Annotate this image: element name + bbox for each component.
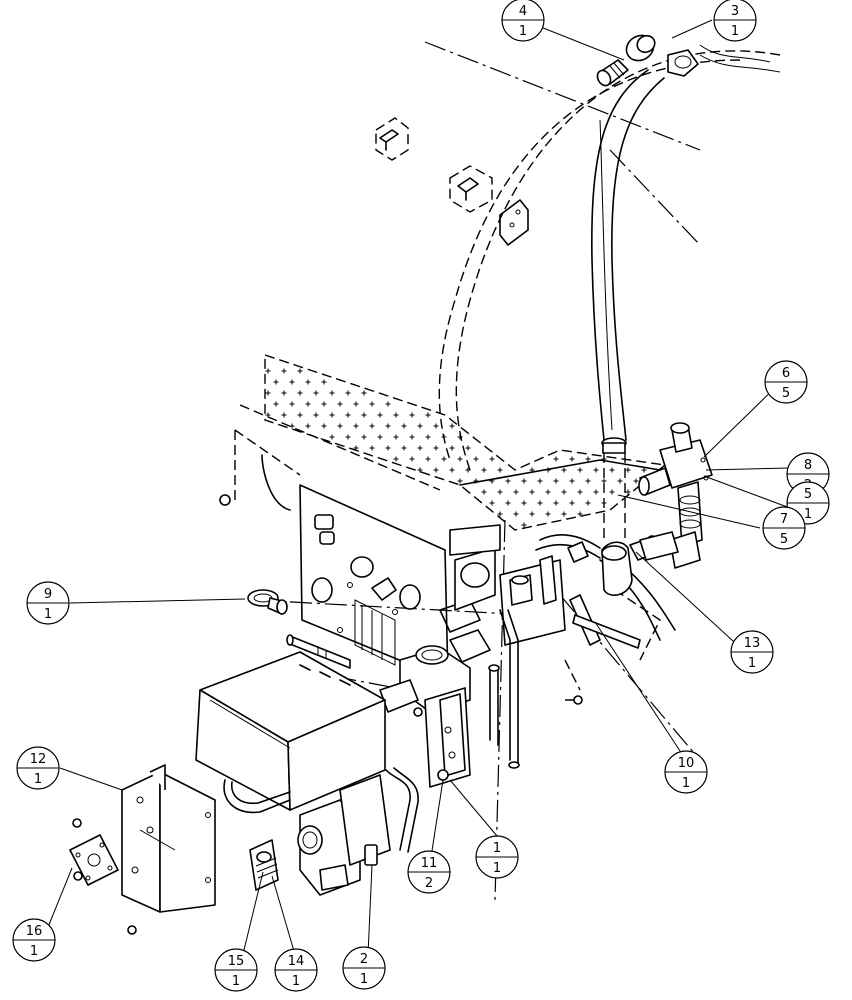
tank-brackets bbox=[375, 117, 529, 246]
callout-item-number: 2 bbox=[360, 952, 368, 967]
frame-panel bbox=[219, 429, 449, 681]
callout-balloons: 413165825175911311011211111216115114121 bbox=[12, 0, 830, 992]
callout-item-12: 121 bbox=[16, 746, 60, 790]
callout-item-13: 131 bbox=[730, 630, 774, 674]
callout-quantity: 2 bbox=[425, 876, 433, 891]
valve-manifold bbox=[488, 533, 601, 769]
callout-quantity: 1 bbox=[232, 974, 240, 989]
callout-item-number: 1 bbox=[493, 841, 501, 856]
tee-valve-assembly bbox=[638, 422, 713, 569]
callout-quantity: 1 bbox=[44, 607, 52, 622]
callout-item-15: 151 bbox=[214, 948, 258, 992]
bracket-upper bbox=[375, 117, 409, 161]
battery-box bbox=[195, 651, 386, 814]
callout-item-number: 6 bbox=[782, 366, 790, 381]
callout-item-3: 31 bbox=[713, 0, 757, 42]
callout-item-7: 75 bbox=[762, 506, 806, 550]
pump-assembly bbox=[379, 524, 501, 713]
tank-outline bbox=[438, 44, 781, 471]
callout-item-number: 7 bbox=[780, 512, 788, 527]
callout-item-4: 41 bbox=[501, 0, 545, 42]
leader-lines bbox=[45, 19, 791, 959]
callout-item-number: 16 bbox=[26, 924, 43, 939]
bracket-middle bbox=[449, 165, 493, 213]
callout-quantity: 5 bbox=[782, 386, 790, 401]
bracket-item-12 bbox=[72, 764, 216, 935]
platform bbox=[239, 354, 667, 531]
callout-quantity: 1 bbox=[30, 944, 38, 959]
callout-item-6: 65 bbox=[764, 360, 808, 404]
callout-item-11: 112 bbox=[407, 850, 451, 894]
rod bbox=[286, 634, 351, 669]
callout-item-number: 12 bbox=[30, 752, 47, 767]
callout-quantity: 1 bbox=[682, 776, 690, 791]
callout-item-14: 141 bbox=[274, 948, 318, 992]
fitting-item-3 bbox=[625, 34, 699, 77]
callout-item-16: 161 bbox=[12, 918, 56, 962]
callout-item-2: 21 bbox=[342, 946, 386, 990]
callout-quantity: 1 bbox=[731, 24, 739, 39]
bracket-item-1 bbox=[413, 687, 471, 788]
callout-item-number: 13 bbox=[744, 636, 761, 651]
tube-item-10 bbox=[572, 614, 641, 649]
callout-quantity: 5 bbox=[780, 532, 788, 547]
callout-item-number: 8 bbox=[804, 458, 812, 473]
callout-quantity: 1 bbox=[804, 507, 812, 522]
callout-item-number: 9 bbox=[44, 587, 52, 602]
callout-item-number: 10 bbox=[678, 756, 695, 771]
suction-hose bbox=[591, 69, 665, 540]
callout-quantity: 1 bbox=[519, 24, 527, 39]
callout-item-number: 14 bbox=[288, 954, 305, 969]
callout-item-number: 5 bbox=[804, 487, 812, 502]
callout-item-number: 3 bbox=[731, 4, 739, 19]
plate-item-15 bbox=[249, 839, 279, 891]
callout-quantity: 1 bbox=[493, 861, 501, 876]
callout-item-number: 4 bbox=[519, 4, 527, 19]
callout-item-number: 15 bbox=[228, 954, 245, 969]
platform-perforations bbox=[265, 368, 647, 528]
lower-pump bbox=[297, 767, 419, 896]
fitting-item-4 bbox=[596, 59, 629, 87]
callout-item-10: 101 bbox=[664, 750, 708, 794]
callout-item-1: 11 bbox=[475, 835, 519, 879]
callout-quantity: 1 bbox=[292, 974, 300, 989]
callout-item-9: 91 bbox=[26, 581, 70, 625]
plate-item-16 bbox=[69, 834, 119, 886]
callout-quantity: 1 bbox=[360, 972, 368, 987]
bracket-lower bbox=[499, 199, 529, 246]
callout-quantity: 1 bbox=[748, 656, 756, 671]
callout-quantity: 1 bbox=[34, 772, 42, 787]
fitting-item-9 bbox=[247, 589, 288, 615]
callout-item-number: 11 bbox=[421, 856, 438, 871]
